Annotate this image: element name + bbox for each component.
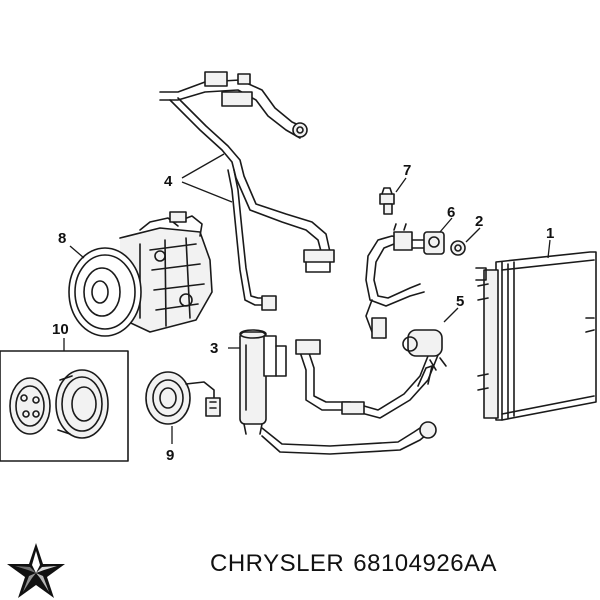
clutch-coil-part-9 xyxy=(145,371,221,425)
ac-line-lower-part-5 xyxy=(261,329,447,455)
callout-labels: 1 2 3 4 5 6 7 8 9 10 xyxy=(52,162,554,464)
pressure-switch-part-7 xyxy=(379,187,395,215)
condenser-part-1 xyxy=(475,251,597,421)
callout-10: 10 xyxy=(52,321,69,338)
callout-9: 9 xyxy=(166,447,174,464)
part-caption: CHRYSLER 68104926AA xyxy=(210,550,590,578)
leader-lines xyxy=(63,153,551,444)
ac-compressor-part-8 xyxy=(68,211,213,337)
o-ring-part-2 xyxy=(450,240,466,256)
ac-line-upper-part-4 xyxy=(159,71,335,311)
clutch-kit-part-10 xyxy=(0,350,129,462)
callout-1: 1 xyxy=(546,225,554,242)
callout-3: 3 xyxy=(210,340,218,357)
callout-2: 2 xyxy=(475,213,483,230)
ac-hose-part-6 xyxy=(365,223,445,339)
callout-7: 7 xyxy=(403,162,411,179)
part-number: 68104926AA xyxy=(353,550,498,577)
chrysler-pentastar-icon xyxy=(7,543,65,598)
brand-name: CHRYSLER xyxy=(210,550,345,577)
receiver-drier-part-3 xyxy=(239,329,287,435)
callout-6: 6 xyxy=(447,204,455,221)
callout-5: 5 xyxy=(456,293,464,310)
callout-4: 4 xyxy=(164,173,173,190)
callout-8: 8 xyxy=(58,230,66,247)
